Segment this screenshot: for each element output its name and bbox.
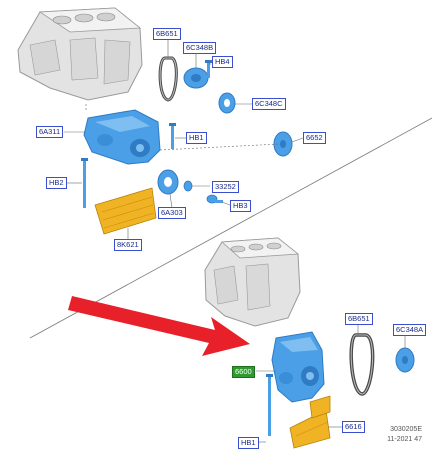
sprocket-6c348a <box>395 347 415 373</box>
washer-33252 <box>183 180 193 192</box>
timing-chain-bottom <box>349 333 375 396</box>
callout-6a311: 6A311 <box>36 126 64 138</box>
oil-pump-bottom <box>271 331 325 403</box>
callout-6c348b: 6C348B <box>183 42 217 54</box>
bolt-hb1-top <box>169 123 176 149</box>
diagram-code: 3030205E <box>390 426 422 433</box>
callout-6600: 6600 <box>232 366 255 378</box>
bolt-hb3 <box>206 194 223 204</box>
callout-hb1-top: HB1 <box>186 132 207 144</box>
callout-6b651-top: 6B651 <box>153 28 181 40</box>
callout-33252: 33252 <box>212 181 239 193</box>
sprocket-6c348c <box>218 92 236 114</box>
leader-lines-top <box>64 36 304 240</box>
sprocket-6652 <box>273 131 293 157</box>
callout-6652: 6652 <box>303 132 326 144</box>
callout-hb4: HB4 <box>212 56 233 68</box>
bolt-hb1-bottom <box>266 374 273 436</box>
engine-block-top <box>17 7 143 101</box>
tensioner-top <box>183 67 209 89</box>
callout-6616: 6616 <box>342 421 365 433</box>
callout-hb2: HB2 <box>46 177 67 189</box>
timing-chain-top <box>158 56 178 102</box>
callout-6b651-bottom: 6B651 <box>345 313 373 325</box>
oil-baffle-bottom <box>289 395 331 449</box>
engine-block-bottom <box>204 237 301 327</box>
callout-6c348c: 6C348C <box>252 98 286 110</box>
diagram-date: 11-2021 47 <box>387 436 422 443</box>
red-pointer-arrow <box>68 296 250 356</box>
callout-hb1-bottom: HB1 <box>238 437 259 449</box>
callout-6a303: 6A303 <box>158 207 186 219</box>
callout-6c348a: 6C348A <box>393 324 427 336</box>
oil-pump-top <box>83 109 161 165</box>
bolt-hb4 <box>205 60 212 78</box>
leader-lines-bottom <box>256 322 406 443</box>
callout-hb3: HB3 <box>230 200 251 212</box>
oil-baffle-top <box>94 187 157 235</box>
gear-6a303 <box>157 169 179 195</box>
section-divider-line <box>29 117 433 339</box>
bolt-hb2 <box>81 158 88 208</box>
callout-8k621: 8K621 <box>114 239 142 251</box>
